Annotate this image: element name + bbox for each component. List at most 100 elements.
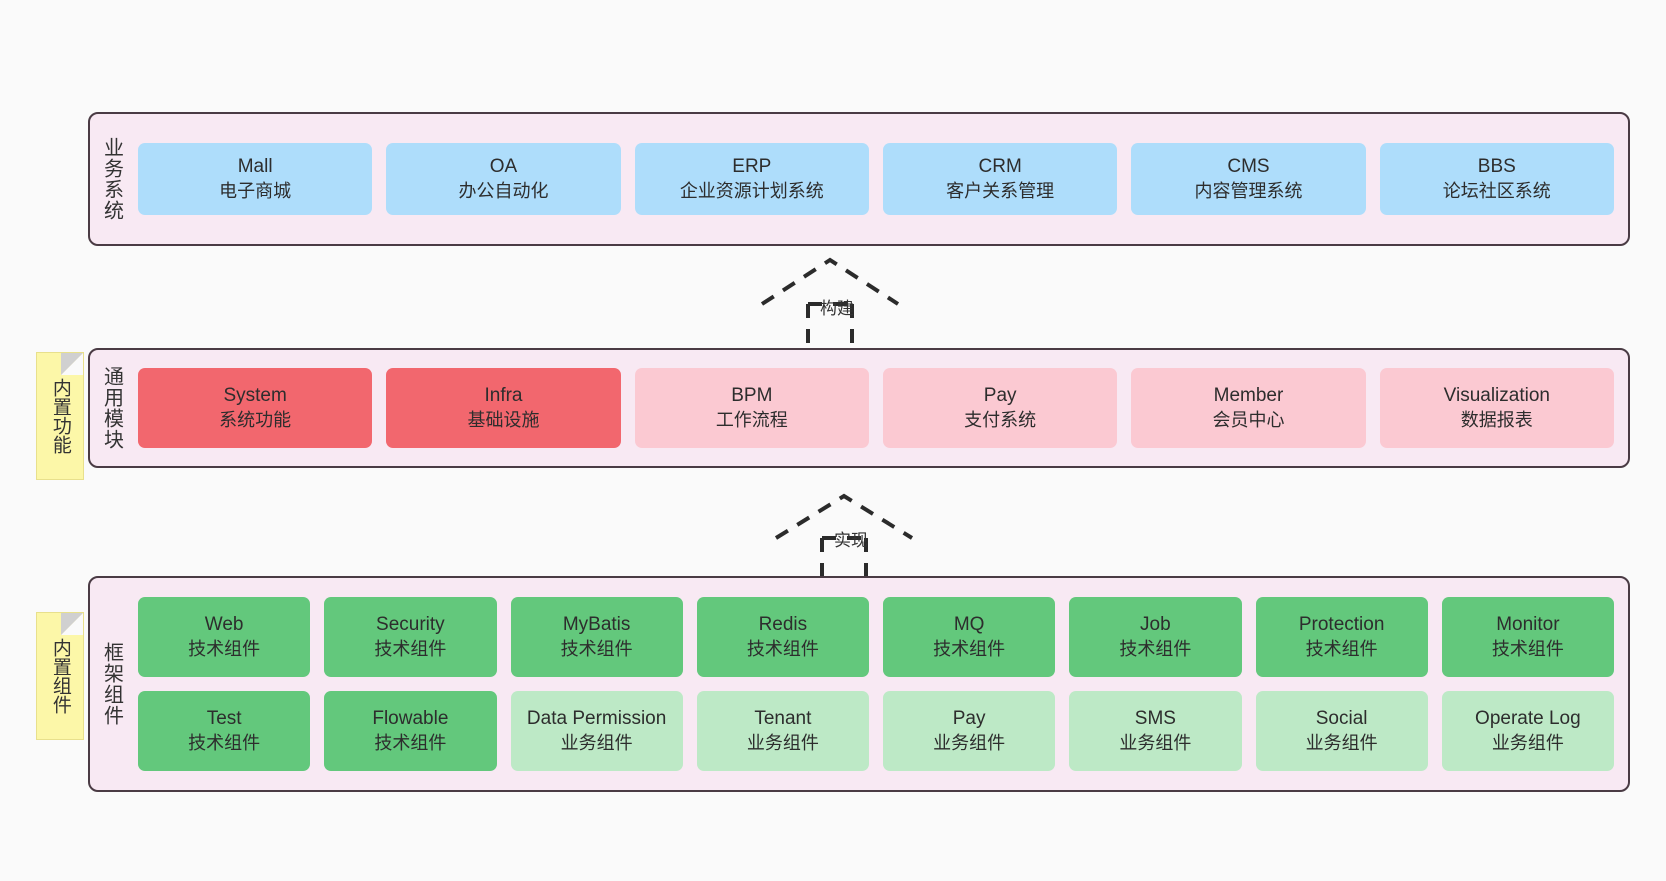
box-title: Protection bbox=[1298, 614, 1385, 636]
box-subtitle: 电子商城 bbox=[219, 180, 292, 201]
box-title: Test bbox=[206, 708, 242, 730]
box-title: Monitor bbox=[1496, 614, 1560, 636]
box-title: BBS bbox=[1477, 156, 1516, 178]
connector-implement: 实现 bbox=[766, 488, 936, 580]
connector-label-implement: 实现 bbox=[834, 531, 868, 550]
box-title: MQ bbox=[953, 614, 985, 636]
box-subtitle: 技术组件 bbox=[1119, 638, 1192, 659]
box-web[interactable]: Web 技术组件 bbox=[138, 597, 311, 677]
box-title: Member bbox=[1213, 385, 1284, 407]
box-subtitle: 会员中心 bbox=[1212, 409, 1285, 430]
box-bpm[interactable]: BPM 工作流程 bbox=[634, 368, 869, 448]
box-title: ERP bbox=[732, 156, 772, 178]
box-subtitle: 技术组件 bbox=[374, 732, 447, 753]
box-subtitle: 企业资源计划系统 bbox=[679, 180, 824, 201]
sticky-note-builtin-functions: 内置功能 bbox=[36, 352, 84, 480]
box-redis[interactable]: Redis 技术组件 bbox=[696, 597, 869, 677]
box-sms[interactable]: SMS 业务组件 bbox=[1069, 691, 1242, 771]
box-system[interactable]: System 系统功能 bbox=[138, 368, 373, 448]
sticky-note-text: 内置组件 bbox=[49, 638, 71, 714]
box-title: Mall bbox=[237, 156, 273, 178]
box-subtitle: 业务组件 bbox=[1305, 732, 1378, 753]
box-member[interactable]: Member 会员中心 bbox=[1131, 368, 1366, 448]
box-pay-component[interactable]: Pay 业务组件 bbox=[883, 691, 1056, 771]
box-row: System 系统功能 Infra 基础设施 BPM 工作流程 Pay 支付系统… bbox=[138, 368, 1614, 448]
box-flowable[interactable]: Flowable 技术组件 bbox=[324, 691, 497, 771]
box-subtitle: 论坛社区系统 bbox=[1442, 180, 1551, 201]
box-title: SMS bbox=[1134, 708, 1176, 730]
box-visualization[interactable]: Visualization 数据报表 bbox=[1379, 368, 1614, 448]
layer-framework-components: 框架组件 Web 技术组件 Security 技术组件 MyBatis 技术组件… bbox=[88, 576, 1630, 792]
box-subtitle: 业务组件 bbox=[746, 732, 819, 753]
box-protection[interactable]: Protection 技术组件 bbox=[1255, 597, 1428, 677]
box-title: Flowable bbox=[372, 708, 449, 730]
box-subtitle: 技术组件 bbox=[188, 638, 261, 659]
box-title: BPM bbox=[731, 385, 773, 407]
layer-common-modules: 通用模块 System 系统功能 Infra 基础设施 BPM 工作流程 Pay… bbox=[88, 348, 1630, 468]
box-subtitle: 技术组件 bbox=[746, 638, 819, 659]
box-subtitle: 技术组件 bbox=[188, 732, 261, 753]
box-title: Pay bbox=[983, 385, 1017, 407]
box-mq[interactable]: MQ 技术组件 bbox=[883, 597, 1056, 677]
box-operate-log[interactable]: Operate Log 业务组件 bbox=[1441, 691, 1614, 771]
box-data-permission[interactable]: Data Permission 业务组件 bbox=[510, 691, 683, 771]
box-title: Tenant bbox=[754, 708, 812, 730]
box-row: Mall 电子商城 OA 办公自动化 ERP 企业资源计划系统 CRM 客户关系… bbox=[138, 143, 1614, 215]
box-erp[interactable]: ERP 企业资源计划系统 bbox=[634, 143, 869, 215]
box-row-business: Test 技术组件 Flowable 技术组件 Data Permission … bbox=[138, 691, 1614, 771]
layer-business-systems: 业务系统 Mall 电子商城 OA 办公自动化 ERP 企业资源计划系统 CRM… bbox=[88, 112, 1630, 246]
box-subtitle: 业务组件 bbox=[560, 732, 633, 753]
box-title: CRM bbox=[978, 156, 1022, 178]
box-social[interactable]: Social 业务组件 bbox=[1255, 691, 1428, 771]
box-title: Operate Log bbox=[1475, 708, 1581, 730]
box-monitor[interactable]: Monitor 技术组件 bbox=[1441, 597, 1614, 677]
box-subtitle: 工作流程 bbox=[715, 409, 788, 430]
box-subtitle: 基础设施 bbox=[467, 409, 540, 430]
box-title: Redis bbox=[758, 614, 808, 636]
box-title: System bbox=[223, 385, 287, 407]
box-cms[interactable]: CMS 内容管理系统 bbox=[1131, 143, 1366, 215]
box-subtitle: 内容管理系统 bbox=[1194, 180, 1303, 201]
box-title: Visualization bbox=[1443, 385, 1550, 407]
box-subtitle: 客户关系管理 bbox=[946, 180, 1055, 201]
box-subtitle: 支付系统 bbox=[964, 409, 1037, 430]
box-infra[interactable]: Infra 基础设施 bbox=[386, 368, 621, 448]
layer-label-framework-components: 框架组件 bbox=[100, 642, 123, 726]
layer-body-common-modules: System 系统功能 Infra 基础设施 BPM 工作流程 Pay 支付系统… bbox=[132, 350, 1628, 466]
box-test[interactable]: Test 技术组件 bbox=[138, 691, 311, 771]
box-title: OA bbox=[489, 156, 518, 178]
box-title: Social bbox=[1315, 708, 1368, 730]
box-subtitle: 系统功能 bbox=[219, 409, 292, 430]
sticky-note-text: 内置功能 bbox=[49, 378, 71, 454]
box-subtitle: 业务组件 bbox=[1491, 732, 1564, 753]
box-subtitle: 技术组件 bbox=[1491, 638, 1564, 659]
box-subtitle: 数据报表 bbox=[1460, 409, 1533, 430]
box-oa[interactable]: OA 办公自动化 bbox=[386, 143, 621, 215]
connector-label-build: 构建 bbox=[820, 299, 854, 318]
box-security[interactable]: Security 技术组件 bbox=[324, 597, 497, 677]
box-mybatis[interactable]: MyBatis 技术组件 bbox=[510, 597, 683, 677]
box-bbs[interactable]: BBS 论坛社区系统 bbox=[1379, 143, 1614, 215]
box-tenant[interactable]: Tenant 业务组件 bbox=[696, 691, 869, 771]
box-subtitle: 办公自动化 bbox=[458, 180, 549, 201]
box-crm[interactable]: CRM 客户关系管理 bbox=[882, 143, 1118, 215]
box-subtitle: 技术组件 bbox=[560, 638, 633, 659]
box-job[interactable]: Job 技术组件 bbox=[1069, 597, 1242, 677]
box-mall[interactable]: Mall 电子商城 bbox=[138, 143, 373, 215]
sticky-note-builtin-components: 内置组件 bbox=[36, 612, 84, 740]
box-title: CMS bbox=[1227, 156, 1270, 178]
box-title: Pay bbox=[952, 708, 986, 730]
box-title: Infra bbox=[484, 385, 523, 407]
layer-body-business-systems: Mall 电子商城 OA 办公自动化 ERP 企业资源计划系统 CRM 客户关系… bbox=[132, 114, 1628, 244]
box-pay-module[interactable]: Pay 支付系统 bbox=[882, 368, 1118, 448]
box-subtitle: 技术组件 bbox=[1305, 638, 1378, 659]
layer-label-business-systems: 业务系统 bbox=[100, 137, 123, 221]
box-subtitle: 技术组件 bbox=[933, 638, 1006, 659]
box-title: MyBatis bbox=[562, 614, 631, 636]
layer-label-common-modules: 通用模块 bbox=[100, 366, 123, 450]
layer-body-framework-components: Web 技术组件 Security 技术组件 MyBatis 技术组件 Redi… bbox=[132, 578, 1628, 790]
box-subtitle: 业务组件 bbox=[933, 732, 1006, 753]
box-title: Web bbox=[204, 614, 244, 636]
box-row-technical: Web 技术组件 Security 技术组件 MyBatis 技术组件 Redi… bbox=[138, 597, 1614, 677]
